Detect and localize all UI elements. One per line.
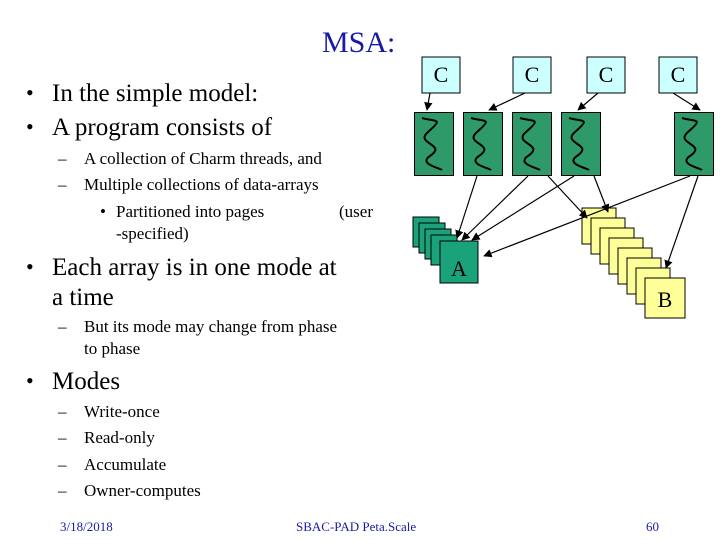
charm-thread-icon — [512, 112, 552, 176]
charm-thread-icon — [463, 112, 503, 176]
bullet-modes: Modes — [52, 368, 121, 395]
bullet-marker: • — [26, 254, 34, 279]
subsub-user: (user — [339, 202, 373, 221]
footer-date: 3/18/2018 — [60, 519, 113, 534]
charm-thread-icon — [414, 112, 454, 176]
bullet-marker: • — [26, 80, 34, 105]
bullet-marker: • — [26, 114, 34, 139]
thread-c-box: C — [658, 56, 698, 94]
thread-c-box: C — [512, 56, 552, 94]
footer-page-number: 60 — [646, 519, 659, 534]
sub-item-data-arrays: Multiple collections of data-arrays — [84, 175, 319, 194]
thread-c-label: C — [599, 62, 614, 87]
bullet-simple-model: In the simple model: — [52, 80, 259, 107]
dash-marker: – — [58, 428, 67, 447]
footer-center: SBAC-PAD Peta.Scale — [296, 519, 417, 534]
subsub-partitioned-pages: Partitioned into pages — [116, 202, 265, 221]
dash-marker: – — [58, 149, 67, 168]
slide-title: MSA: — [322, 26, 396, 59]
bullet-marker: • — [26, 368, 34, 393]
dash-marker: – — [58, 455, 67, 474]
array-a-label: A — [451, 256, 467, 281]
mode-accumulate: Accumulate — [84, 455, 167, 474]
array-b-pages: B — [581, 207, 686, 319]
dash-marker: – — [58, 175, 67, 194]
bullet-each-array: Each array is in one mode at — [52, 254, 337, 281]
thread-c-box: C — [421, 56, 461, 94]
dash-marker: – — [58, 317, 67, 336]
dash-marker: – — [58, 402, 67, 421]
sub-item-to-phase: to phase — [84, 339, 141, 358]
sub-item-mode-change: But its mode may change from phase — [84, 317, 338, 336]
charm-thread-icon — [674, 112, 714, 176]
array-arrows — [455, 175, 699, 269]
array-b-label: B — [658, 287, 673, 312]
array-a-pages: A — [412, 216, 479, 284]
dash-marker: – — [58, 481, 67, 500]
sub-item-charm-threads: A collection of Charm threads, and — [84, 149, 322, 168]
thread-c-label: C — [671, 62, 686, 87]
thread-c-label: C — [525, 62, 540, 87]
thread-c-box: C — [586, 56, 626, 94]
thread-c-label: C — [434, 62, 449, 87]
mode-read-only: Read-only — [84, 428, 155, 447]
subsub-specified: -specified) — [116, 224, 189, 243]
subsub-bullet-marker: • — [100, 202, 106, 221]
charm-thread-icon — [561, 112, 601, 176]
bullet-a-time: a time — [52, 284, 114, 311]
mode-owner-computes: Owner-computes — [84, 481, 201, 500]
thread-arrows — [424, 92, 701, 111]
bullet-program-consists: A program consists of — [52, 114, 273, 141]
mode-write-once: Write-once — [84, 402, 160, 421]
